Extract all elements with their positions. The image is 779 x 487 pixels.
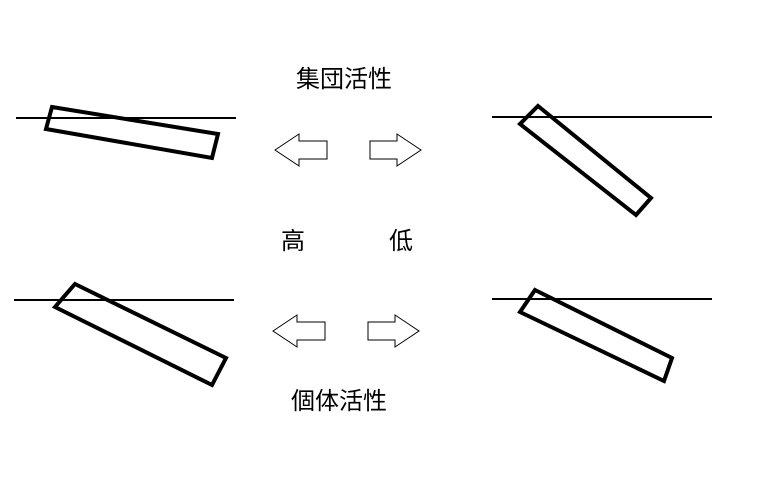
top-right-arrow-icon (369, 133, 422, 167)
bottom-left-panel (14, 281, 234, 388)
bottom-left-tilted-bar (51, 281, 229, 388)
bottom-left-arrow-icon (272, 314, 326, 348)
bottom-right-panel (492, 287, 712, 384)
top-right-tilted-bar (516, 103, 654, 218)
top-right-panel (492, 103, 712, 218)
bottom-right-tilted-bar (517, 287, 675, 384)
bottom-label: 個体活性 (291, 387, 387, 415)
top-label: 集団活性 (296, 65, 392, 93)
top-left-panel (16, 104, 236, 161)
bottom-right-arrow-icon (367, 314, 420, 348)
top-left-tilted-bar (43, 104, 221, 161)
high-label: 高 (281, 227, 305, 255)
low-label: 低 (389, 227, 413, 255)
top-left-arrow-icon (274, 133, 328, 167)
